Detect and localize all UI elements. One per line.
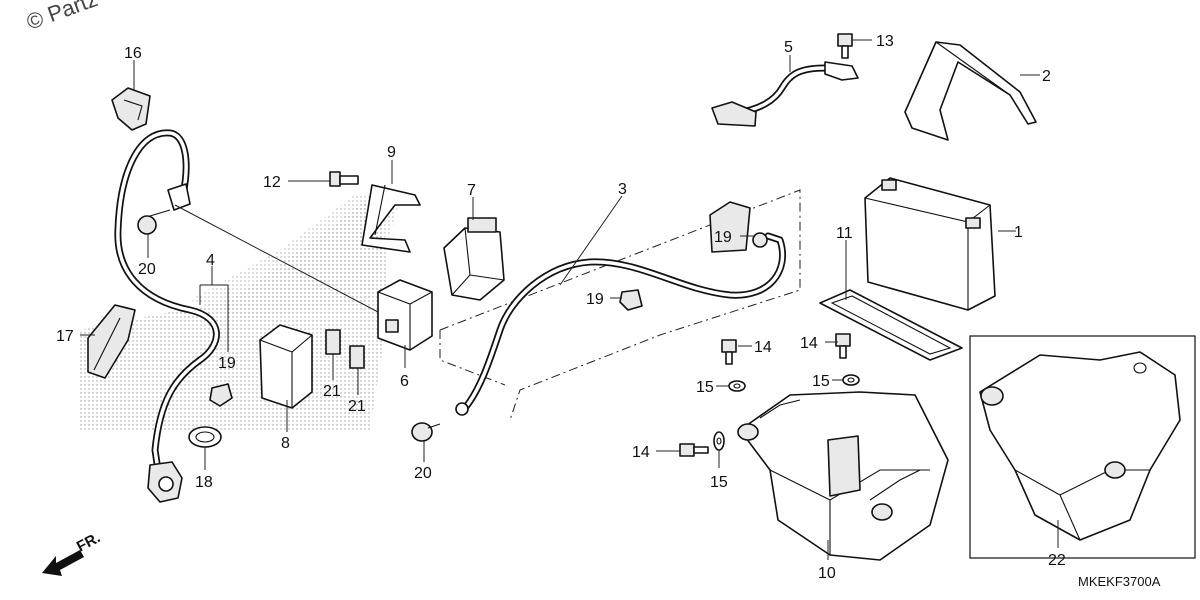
- callout-14-b: 14: [800, 335, 818, 352]
- clamp-16: [111, 87, 151, 131]
- callout-15-c: 15: [710, 474, 728, 491]
- callout-6: 6: [400, 373, 409, 390]
- bolt-14-lower: [679, 443, 709, 457]
- callout-19-b: 19: [714, 229, 732, 246]
- callout-4: 4: [206, 252, 215, 269]
- battery-band-2: [904, 41, 1037, 141]
- callout-18: 18: [195, 474, 213, 491]
- callout-20-a: 20: [138, 261, 156, 278]
- bolt-13: [837, 33, 853, 59]
- battery-cable-3: [439, 189, 801, 421]
- callout-1: 1: [1014, 224, 1023, 241]
- shaded-zone-upper: [190, 195, 400, 320]
- inset-frame: [969, 335, 1196, 559]
- wire-harness-4: [114, 129, 220, 503]
- callout-8: 8: [281, 435, 290, 452]
- front-direction-indicator: FR.: [42, 529, 103, 576]
- bolt-12: [329, 171, 359, 187]
- watermark-text: © Partz: [23, 0, 101, 35]
- fuse-21-left: [325, 329, 341, 355]
- callout-21-b: 21: [348, 398, 366, 415]
- sub-cable-5: [711, 61, 859, 127]
- diagram-code: MKEKF3700A: [1078, 574, 1161, 589]
- battery-mat-11: [819, 289, 963, 361]
- cover-8: [259, 324, 313, 409]
- cover-7: [443, 217, 505, 301]
- callout-21-a: 21: [323, 383, 341, 400]
- callout-12: 12: [263, 174, 281, 191]
- callout-14-c: 14: [632, 444, 650, 461]
- clip-19-middle: [619, 289, 643, 311]
- front-arrow-icon: [42, 550, 84, 576]
- battery-box-10: [737, 391, 949, 561]
- callout-9: 9: [387, 144, 396, 161]
- box-22-detail: [979, 351, 1181, 541]
- callout-15-a: 15: [696, 379, 714, 396]
- washer-15-right: [842, 374, 860, 386]
- pad-17: [87, 304, 136, 379]
- bolt-14-left: [721, 339, 737, 365]
- washer-15-left: [728, 380, 746, 392]
- callout-19-c: 19: [586, 291, 604, 308]
- callout-19-a: 19: [218, 355, 236, 372]
- leader-lines: [80, 39, 1059, 560]
- callout-14-a: 14: [754, 339, 772, 356]
- callout-11: 11: [836, 225, 853, 242]
- callout-10: 10: [818, 565, 836, 582]
- bolt-20-lower: [411, 422, 441, 442]
- callout-22: 22: [1048, 552, 1066, 569]
- callout-16: 16: [124, 45, 142, 62]
- callout-13: 13: [876, 33, 894, 50]
- callout-17: 17: [56, 328, 74, 345]
- callout-3: 3: [618, 181, 627, 198]
- washer-15-lower: [713, 431, 725, 451]
- clip-19-upper-right: [752, 232, 768, 248]
- bolt-20-upper: [137, 209, 171, 235]
- fuse-21-right: [349, 345, 365, 369]
- band-18: [188, 426, 222, 448]
- battery-1: [864, 177, 996, 311]
- clip-19-left: [209, 383, 233, 407]
- callout-7: 7: [467, 182, 476, 199]
- callout-5: 5: [784, 39, 793, 56]
- bolt-14-right: [835, 333, 851, 359]
- relay-6: [377, 279, 433, 351]
- callout-labels: 16 1 2 3 4 5 6 7 8 9 10 11 12 13 14 14 1…: [56, 33, 1066, 582]
- bracket-9: [361, 184, 421, 253]
- callout-2: 2: [1042, 68, 1051, 85]
- callout-15-b: 15: [812, 373, 830, 390]
- callout-20-b: 20: [414, 465, 432, 482]
